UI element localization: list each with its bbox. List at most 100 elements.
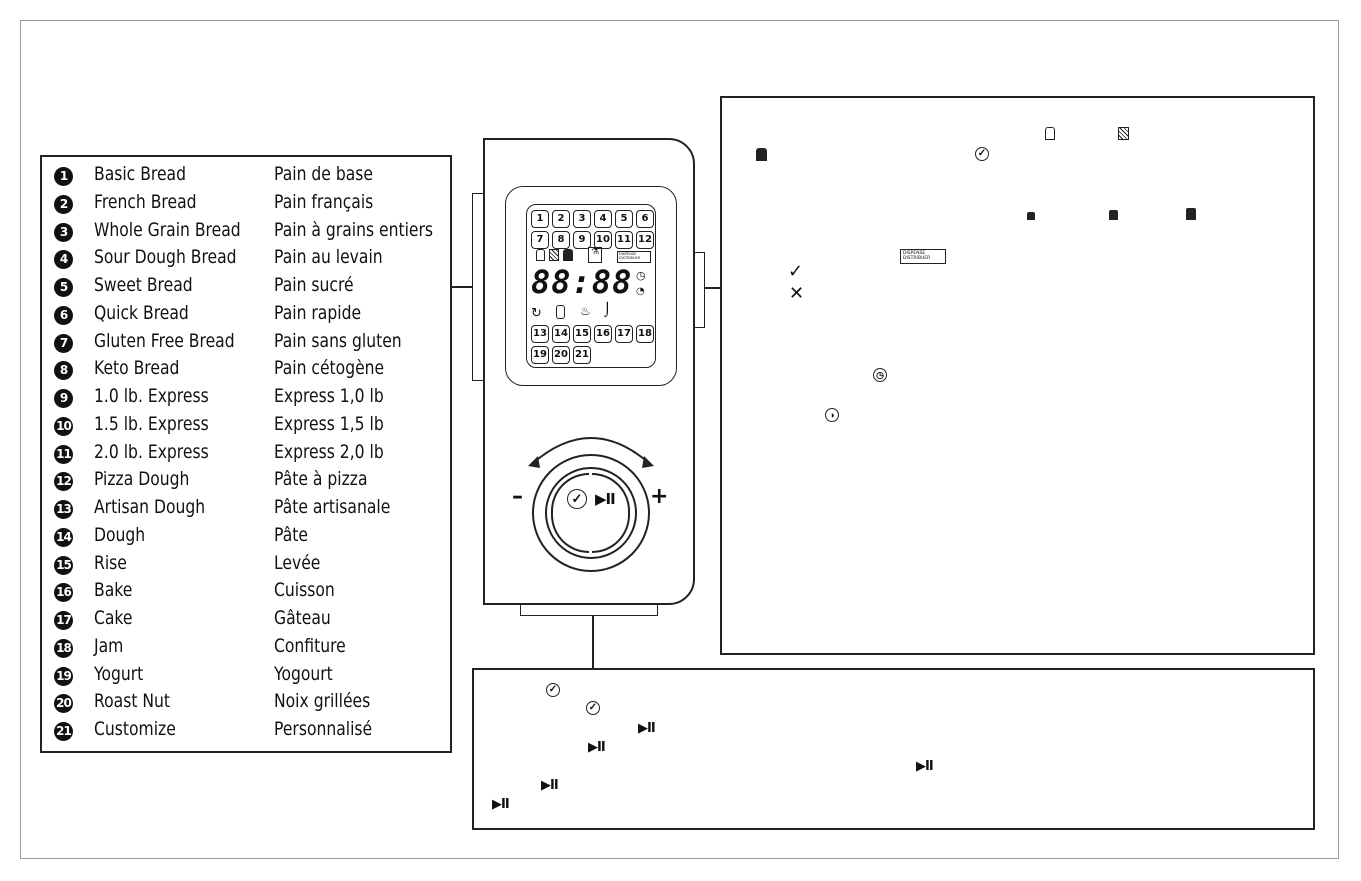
dark-crust-icon: [563, 249, 573, 261]
lcd-program-key: 15: [573, 325, 591, 343]
btn-legend-play-icon-1: ▶II: [638, 721, 656, 736]
loaf-size-large-icon: [1186, 208, 1196, 220]
program-name-en: Roast Nut: [94, 690, 171, 713]
program-name-en: Whole Grain Bread: [94, 218, 241, 241]
legend-dispense-label-en: DISPENSE: [903, 251, 926, 256]
program-number-badge: 20: [54, 694, 73, 714]
rise-icon: ♨: [580, 304, 591, 318]
program-name-fr: Pain rapide: [274, 301, 362, 324]
legend-dark-crust-icon: [756, 148, 767, 161]
program-name-fr: Pain cétogène: [274, 357, 385, 380]
program-name-en: Keto Bread: [94, 357, 180, 380]
lcd-program-key: 6: [636, 210, 654, 228]
program-name-en: Sour Dough Bread: [94, 246, 237, 269]
dispense-label-fr: DISTRIBUER: [619, 255, 641, 260]
lcd-program-key: 4: [594, 210, 612, 228]
program-name-en: Bake: [94, 579, 133, 602]
program-name-en: 1.5 lb. Express: [94, 412, 209, 435]
program-number-badge: 12: [54, 472, 73, 492]
program-name-en: Pizza Dough: [94, 468, 190, 491]
lcd-program-key: 2: [552, 210, 570, 228]
btn-legend-play-icon-2: ▶II: [588, 740, 606, 755]
legend-check-mark-icon: ✓: [788, 261, 804, 282]
program-name-en: Gluten Free Bread: [94, 329, 235, 352]
program-name-en: Dough: [94, 523, 146, 546]
program-name-fr: Express 1,5 lb: [274, 412, 384, 435]
program-name-fr: Pain de base: [274, 163, 373, 185]
light-crust-icon: [536, 249, 545, 261]
lcd-program-key: 19: [531, 346, 549, 364]
dispense-indicator-icon: ⚗: [588, 247, 602, 263]
base-foot: [520, 605, 658, 616]
lcd-program-key: 9: [573, 231, 591, 249]
program-number-badge: 11: [54, 444, 73, 464]
legend-dispense-icon: DISPENSE DISTRIBUER: [900, 249, 946, 264]
program-name-fr: Express 2,0 lb: [274, 440, 384, 463]
display-legend: [720, 96, 1315, 655]
program-number-badge: 21: [54, 722, 73, 741]
program-number-badge: 15: [54, 555, 73, 575]
legend-check-icon: ✓: [975, 147, 989, 161]
btn-legend-check-icon-2: ✓: [586, 701, 600, 715]
program-number-badge: 6: [54, 305, 73, 325]
clock-icon: ◷: [636, 269, 646, 282]
start-pause-icon: ▶II: [595, 490, 616, 508]
rotation-arrow: [528, 437, 654, 468]
program-name-en: French Bread: [94, 190, 197, 213]
control-knob[interactable]: [532, 454, 650, 572]
program-number-badge: 7: [54, 333, 73, 353]
program-number-badge: 17: [54, 611, 73, 630]
program-name-fr: Personnalisé: [274, 718, 373, 740]
page-frame: [20, 20, 1339, 859]
program-name-en: Cake: [94, 607, 133, 629]
lcd-screen: [526, 204, 656, 368]
program-number-badge: 8: [54, 361, 73, 381]
legend-dispense-label-fr: DISTRIBUER: [903, 255, 931, 261]
program-name-fr: Noix grillées: [274, 690, 371, 713]
cycle-icon: ↻: [531, 306, 542, 321]
lcd-program-key: 3: [573, 210, 591, 228]
program-name-fr: Levée: [274, 551, 321, 574]
knead-icon: [556, 305, 565, 319]
program-number-badge: 2: [54, 194, 73, 214]
loaf-size-medium-icon: [1109, 210, 1118, 220]
lcd-program-key: 17: [615, 325, 633, 343]
program-name-fr: Pain à grains entiers: [274, 218, 434, 241]
program-number-badge: 16: [54, 583, 73, 603]
lcd-program-key: 12: [636, 231, 654, 249]
program-row: 20 Roast Nut Noix grillées: [54, 690, 450, 718]
program-row: 8 Keto Bread Pain cétogène: [54, 357, 450, 385]
program-number-badge: 19: [54, 666, 73, 686]
program-number-badge: 18: [54, 638, 73, 658]
plus-label: +: [650, 484, 669, 509]
minus-label: –: [512, 484, 523, 509]
program-name-fr: Pâte à pizza: [274, 468, 368, 491]
btn-legend-check-icon-1: ✓: [546, 683, 560, 697]
connector-program-list: [452, 286, 472, 288]
program-name-en: Basic Bread: [94, 163, 186, 185]
legend-x-mark-icon: ✕: [789, 283, 805, 304]
program-row: 12 Pizza Dough Pâte à pizza: [54, 468, 450, 496]
right-side-tab: [694, 252, 705, 328]
time-display: 88:88: [531, 263, 633, 301]
program-name-fr: Pain sucré: [274, 274, 354, 296]
program-name-en: Yogurt: [94, 662, 144, 685]
bake-icon: ⌡: [604, 303, 611, 318]
knob-inner-ring: [545, 467, 637, 559]
lcd-program-key: 13: [531, 325, 549, 343]
legend-medium-crust-icon: [1118, 127, 1129, 140]
program-name-en: Artisan Dough: [94, 496, 206, 518]
program-name-fr: Pâte artisanale: [274, 496, 391, 518]
lcd-program-key: 7: [531, 231, 549, 249]
